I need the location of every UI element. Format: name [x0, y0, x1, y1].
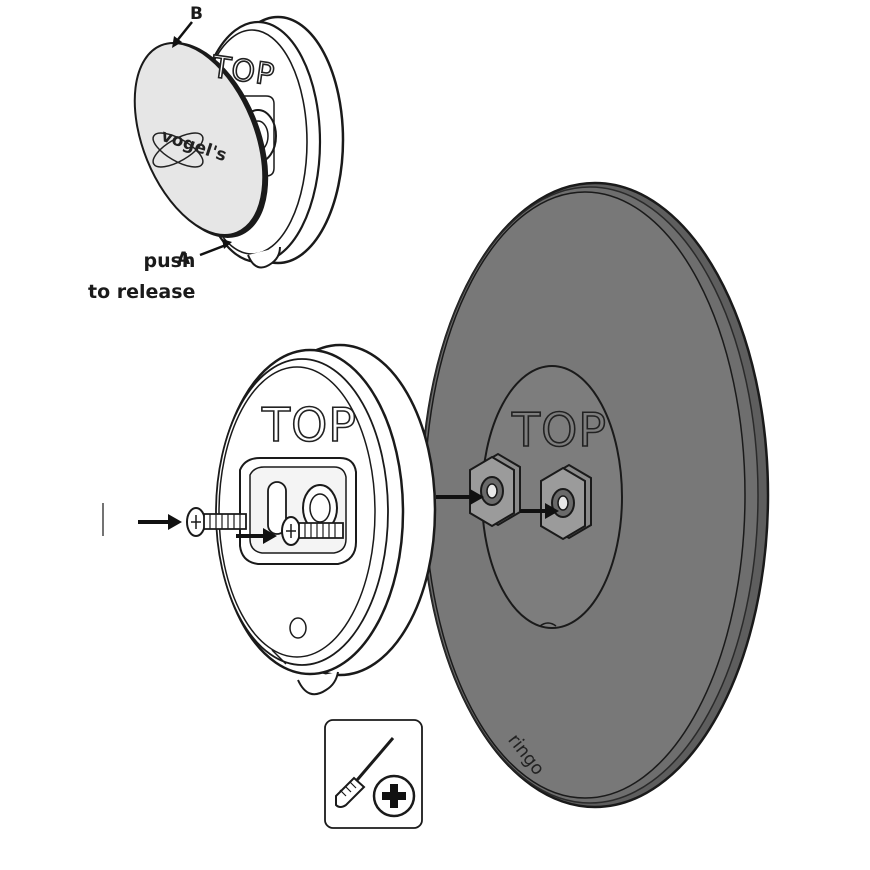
pointer-a	[199, 239, 232, 257]
arrow-into-screw-left	[138, 514, 182, 530]
hex-nut-left	[469, 452, 521, 528]
push-line-1: push	[143, 250, 196, 272]
arrow-into-screw-right	[236, 528, 277, 544]
arrow-into-nut-right	[520, 503, 559, 519]
screwdriver-icon	[335, 737, 395, 808]
cap-unit	[133, 15, 345, 269]
cover-disc	[133, 42, 269, 238]
hex-nut-right	[540, 463, 592, 541]
top-marking-plate: TOP	[511, 402, 608, 458]
pointer-b	[172, 21, 193, 48]
label-a: A	[177, 249, 191, 269]
screw-right	[281, 516, 344, 546]
push-to-release-label: push to release	[88, 246, 195, 308]
tool-box	[324, 719, 423, 829]
label-b: B	[190, 4, 203, 24]
screw-left	[186, 507, 247, 537]
vogels-logo-icon	[152, 132, 204, 168]
push-line-2: to release	[88, 281, 196, 303]
large-wall-plate	[420, 181, 770, 809]
top-marking-cup: TOP	[261, 397, 358, 453]
phillips-plus-icon	[372, 774, 416, 818]
arrow-into-nut-left	[436, 489, 484, 505]
mounting-cup	[215, 343, 437, 696]
